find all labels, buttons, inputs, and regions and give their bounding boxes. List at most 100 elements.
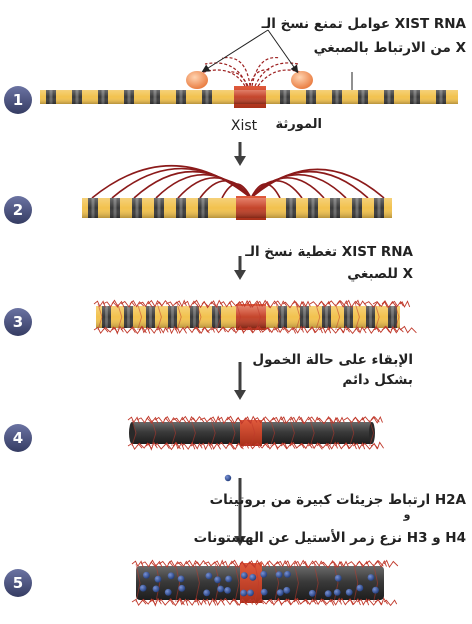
- rna-strand: [316, 415, 333, 425]
- rna-strand: [174, 299, 187, 308]
- step3-chromosome: [96, 304, 400, 330]
- rna-strand: [257, 561, 271, 568]
- h2a-protein: [372, 586, 379, 594]
- step5-chromosome: [136, 563, 384, 603]
- rna-strand: [372, 325, 390, 334]
- rna-strand: [254, 563, 260, 603]
- rna-strand: [262, 416, 277, 423]
- rna-strand: [338, 560, 349, 568]
- rna-strand: [383, 599, 398, 607]
- rna-strand: [155, 563, 161, 603]
- rna-strand: [217, 416, 234, 425]
- h2a-protein: [240, 572, 248, 579]
- rna-strand: [361, 416, 380, 423]
- rna-strand: [203, 561, 219, 567]
- step5-caption-line1: ارتباط جزيئات كبيرة من بروتينات H2A: [210, 492, 467, 508]
- rna-strand: [102, 326, 118, 333]
- rna-strand: [219, 326, 235, 333]
- rna-strand: [235, 416, 250, 425]
- rna-strand: [390, 300, 404, 307]
- rna-strand: [120, 300, 136, 308]
- rna-strand: [280, 442, 296, 450]
- step4-chromosome: [129, 420, 375, 446]
- rna-strand: [210, 419, 216, 447]
- rna-strand: [190, 419, 196, 447]
- h2a-protein: [247, 589, 254, 597]
- rna-strand: [270, 419, 276, 447]
- rna-strand: [136, 442, 152, 449]
- rna-strand: [93, 326, 109, 335]
- rna-strand: [239, 560, 254, 569]
- step-circle-1: 1: [4, 86, 32, 114]
- step2-chromosome: [82, 196, 392, 220]
- arrow-2-to-3: [234, 256, 246, 280]
- h2a-protein: [152, 585, 160, 593]
- rna-strand: [320, 559, 337, 569]
- h2a-protein: [154, 575, 162, 583]
- h2a-protein: [143, 571, 150, 579]
- h2a-protein: [283, 586, 291, 594]
- rna-strand: [131, 598, 147, 607]
- step5-caption-line2: نزع زمر الأستيل عن الهستونات H3 و H4: [194, 529, 466, 546]
- h2a-protein: [203, 589, 211, 597]
- step5-h2a-proteins: [139, 570, 379, 598]
- rna-strand: [163, 441, 181, 451]
- rna-strand: [320, 598, 335, 606]
- rna-strand: [248, 559, 262, 569]
- step1-caption-line1: عوامل تمنع نسخ الـ XIST RNA: [261, 16, 467, 32]
- h2a-protein: [178, 584, 186, 592]
- rna-strand: [370, 416, 383, 424]
- step-number-3: 3: [13, 313, 23, 331]
- rna-strand: [221, 560, 238, 569]
- rna-strand: [352, 416, 366, 423]
- rna-strand: [228, 300, 243, 307]
- rna-strand: [154, 442, 170, 450]
- h2a-protein: [333, 589, 341, 596]
- h2a-protein: [324, 590, 332, 598]
- step-number-5: 5: [13, 574, 23, 592]
- rna-strand: [151, 419, 157, 447]
- rna-strand: [394, 303, 400, 331]
- rna-strand: [236, 303, 242, 331]
- rna-strand: [230, 419, 236, 447]
- rna-strand: [201, 326, 215, 333]
- rna-strand: [140, 598, 156, 605]
- rna-strand: [136, 417, 153, 424]
- rna-strand: [165, 301, 181, 307]
- rna-strand: [333, 563, 339, 603]
- rna-strand: [131, 419, 137, 447]
- rna-strand: [149, 597, 162, 607]
- rna-strand: [315, 303, 321, 331]
- step1-caption-line2: من الارتباط بالصبغي X: [314, 40, 467, 56]
- rna-strand: [353, 563, 359, 603]
- h2a-protein: [345, 588, 353, 596]
- h2a-protein: [205, 572, 213, 580]
- h2a-protein: [139, 584, 147, 592]
- gene-label: المورثة: [276, 117, 322, 132]
- step3-rna-coating: [93, 299, 417, 335]
- rna-strand: [354, 326, 367, 334]
- rna-strand: [117, 303, 123, 331]
- blocking-factor-left: [186, 71, 208, 89]
- h2a-protein: [177, 575, 185, 583]
- h2a-protein: [224, 587, 232, 594]
- rna-strand: [282, 326, 297, 334]
- h2a-protein: [260, 570, 268, 578]
- rna-strand: [172, 416, 187, 424]
- step5-caption-connector: و: [403, 508, 411, 521]
- step3-caption-line1: تغطية نسخ الـ XIST RNA: [244, 244, 413, 260]
- rna-strand: [140, 561, 157, 568]
- blocking-factor-right: [291, 71, 313, 89]
- xist-rna-arc: [221, 183, 252, 199]
- rna-strand: [244, 415, 258, 425]
- step-circle-2: 2: [4, 196, 32, 224]
- xist-rna-arc: [177, 176, 252, 199]
- xist-label: Xist: [231, 118, 258, 134]
- step4-caption-line1: الإبقاء على حالة الخمول: [252, 352, 413, 368]
- rna-strand: [289, 419, 295, 447]
- rna-strand: [309, 419, 315, 447]
- rna-strand: [381, 325, 399, 334]
- step5-rna-coating: [131, 559, 399, 607]
- step-number-1: 1: [13, 91, 23, 109]
- rna-strand: [129, 299, 145, 308]
